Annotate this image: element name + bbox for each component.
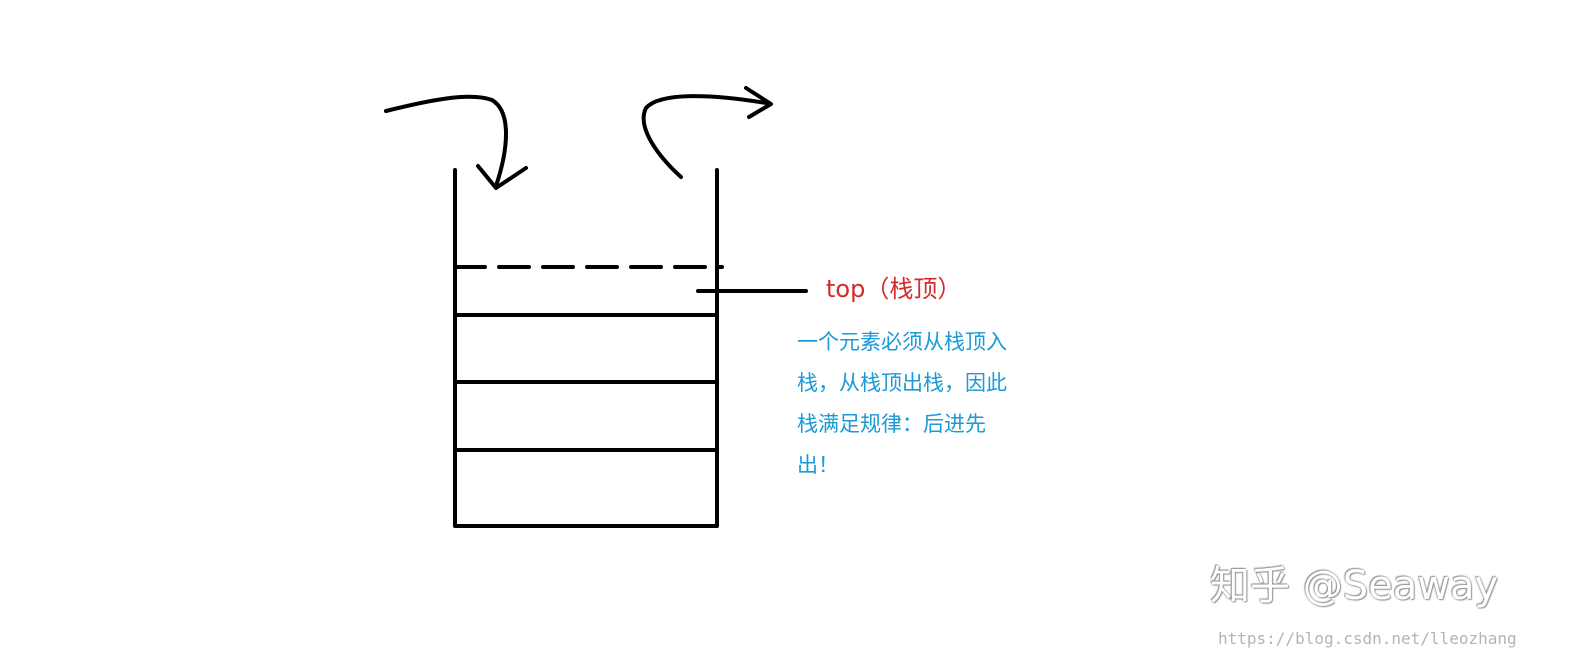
push-arrowhead (476, 164, 528, 190)
watermark-author: 知乎 @Seaway (1210, 563, 1499, 609)
description-line: 一个元素必须从栈顶入 (797, 330, 1007, 354)
watermark-url: https://blog.csdn.net/lleozhang (1218, 629, 1517, 648)
pop-arrowhead (744, 86, 773, 119)
pop-arrow (641, 94, 768, 179)
stack-container (453, 168, 719, 528)
description-line: 栈，从栈顶出栈，因此 (797, 371, 1007, 395)
top-label: top（栈顶） (826, 275, 962, 303)
push-arrow (384, 94, 508, 188)
stack-description: 一个元素必须从栈顶入 栈，从栈顶出栈，因此 栈满足规律：后进先 出！ (797, 322, 1007, 486)
description-line: 栈满足规律：后进先 (797, 412, 986, 436)
description-line: 出！ (797, 453, 839, 477)
